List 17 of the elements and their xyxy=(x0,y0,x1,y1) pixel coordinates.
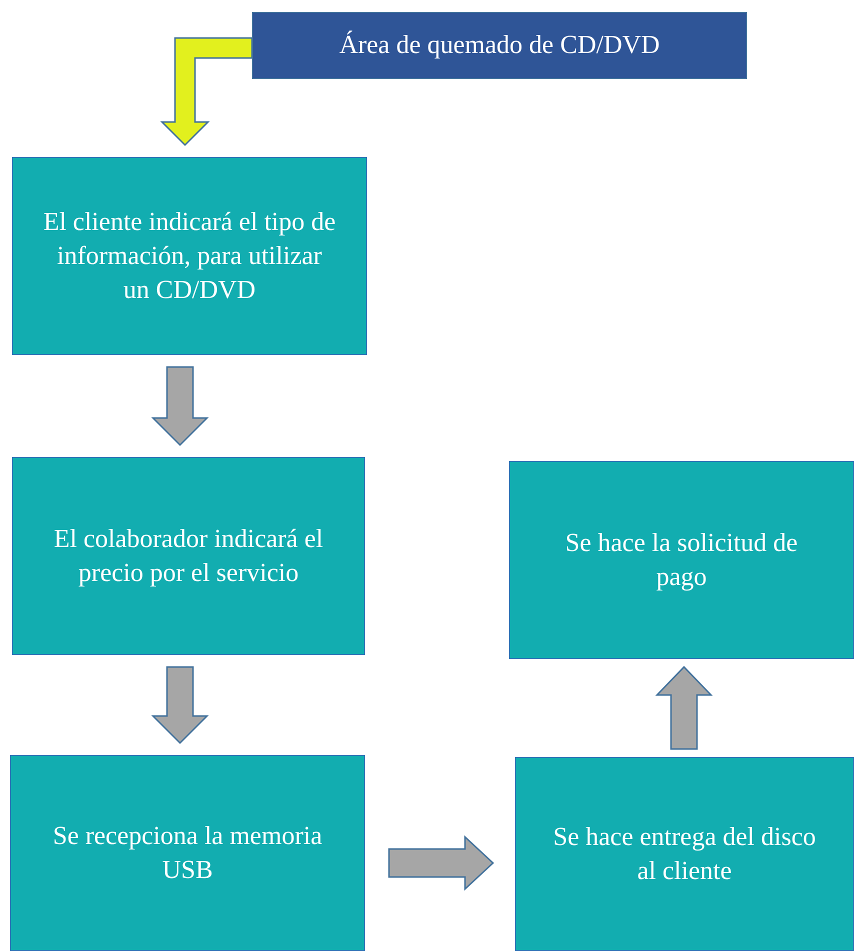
box-text: El cliente indicará el tipo de información, para utilizar un CD/DVD xyxy=(43,206,336,306)
box-text: Se recepciona la memoria USB xyxy=(52,820,324,886)
box-text: Se hace entrega del disco al cliente xyxy=(552,820,817,887)
block-arrow xyxy=(655,666,713,750)
process-box xyxy=(515,757,854,951)
box-text: Área de quemado de CD/DVD xyxy=(339,29,660,62)
block-arrow xyxy=(388,835,494,891)
process-box xyxy=(509,461,854,659)
block-arrow xyxy=(160,37,253,146)
block-arrow xyxy=(151,666,209,744)
title-box xyxy=(252,12,747,79)
process-box xyxy=(10,755,365,951)
box-text: El colaborador indicará el precio por el servicio xyxy=(52,522,324,589)
process-box xyxy=(12,457,365,655)
process-box xyxy=(12,157,367,355)
block-arrow xyxy=(151,366,209,446)
box-text: Se hace la solicitud de pago xyxy=(564,526,799,593)
